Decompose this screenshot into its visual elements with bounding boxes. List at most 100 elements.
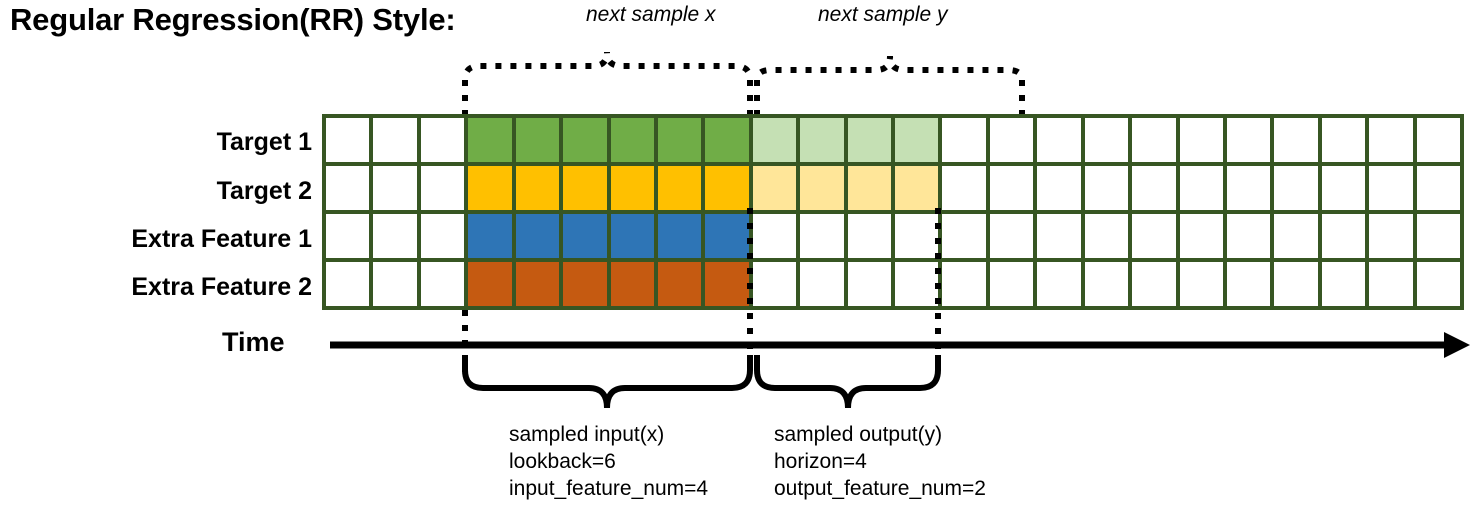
grid-cell	[1084, 262, 1129, 306]
grid-cell	[895, 118, 939, 162]
grid-cell	[1321, 166, 1366, 210]
next-sample-x-label: next sample x	[586, 3, 716, 26]
grid-cell	[1227, 262, 1271, 306]
grid-row-target-1	[326, 118, 1461, 162]
grid-cell	[752, 262, 797, 306]
grid-cell	[895, 262, 939, 306]
grid-cell	[610, 214, 654, 258]
grid-cell	[1369, 118, 1413, 162]
grid-cell	[1179, 118, 1224, 162]
sampled-input-lookback: lookback=6	[509, 450, 616, 473]
grid-cell	[373, 214, 417, 258]
grid-cell	[1416, 166, 1461, 210]
grid-cell	[1132, 118, 1176, 162]
grid-cell	[1179, 166, 1224, 210]
grid-cell	[1132, 214, 1176, 258]
next-sample-y-label: next sample y	[818, 3, 948, 26]
grid-cell	[1037, 214, 1081, 258]
brace-y-right-half	[887, 55, 1025, 116]
grid-cell	[563, 118, 607, 162]
grid-cell	[942, 262, 986, 306]
grid-cell	[420, 118, 465, 162]
grid-cell	[1274, 214, 1318, 258]
grid-cell	[800, 118, 844, 162]
grid-cell	[1369, 214, 1413, 258]
grid-cell	[326, 262, 370, 306]
grid-cell	[1037, 118, 1081, 162]
grid-row-target-2	[326, 166, 1461, 210]
grid-cell	[847, 214, 892, 258]
grid-cell	[1321, 262, 1366, 306]
grid-cell	[1037, 166, 1081, 210]
grid-cell	[1274, 118, 1318, 162]
grid-cell	[1369, 262, 1413, 306]
grid-cell	[373, 262, 417, 306]
grid-cell	[1179, 214, 1224, 258]
grid-cell	[989, 214, 1034, 258]
grid-cell	[1321, 214, 1366, 258]
grid-cell	[515, 166, 560, 210]
grid-cell	[752, 166, 797, 210]
grid-cell	[1416, 262, 1461, 306]
row-label-extra-feature-1: Extra Feature 1	[131, 225, 312, 253]
brace-output-left-half	[754, 355, 851, 409]
grid-cell	[1037, 262, 1081, 306]
grid-cell	[1416, 118, 1461, 162]
grid-cell	[800, 166, 844, 210]
grid-cell	[1274, 166, 1318, 210]
grid-cell	[326, 118, 370, 162]
grid-cell	[942, 118, 986, 162]
timeline-grid	[322, 114, 1464, 310]
grid-cell	[657, 118, 702, 162]
sampled-output-featurenum: output_feature_num=2	[774, 477, 986, 500]
grid-cell	[847, 262, 892, 306]
brace-y-left-half	[754, 55, 893, 116]
grid-cell	[847, 118, 892, 162]
grid-cell	[989, 262, 1034, 306]
grid-cell	[705, 118, 749, 162]
arrow-right-icon	[1444, 332, 1470, 358]
grid-cell	[752, 214, 797, 258]
brace-x-right-half	[604, 51, 753, 116]
grid-cell	[373, 118, 417, 162]
grid-cell	[1179, 262, 1224, 306]
grid-cell	[989, 118, 1034, 162]
grid-cell	[1084, 118, 1129, 162]
grid-cell	[420, 214, 465, 258]
grid-cell	[895, 166, 939, 210]
sampled-input-note: sampled input(x) lookback=6 input_featur…	[509, 421, 708, 502]
grid-cell	[1084, 214, 1129, 258]
grid-cell	[657, 166, 702, 210]
grid-cell	[1369, 166, 1413, 210]
sampled-input-featurenum: input_feature_num=4	[509, 477, 709, 500]
brace-output-right-half	[845, 355, 941, 409]
grid-cell	[989, 166, 1034, 210]
grid-cell	[942, 214, 986, 258]
time-axis-label: Time	[222, 327, 285, 357]
grid-cell	[705, 214, 749, 258]
grid-cell	[1321, 118, 1366, 162]
grid-cell	[468, 214, 512, 258]
grid-cell	[1227, 214, 1271, 258]
grid-cell	[657, 262, 702, 306]
grid-cell	[420, 262, 465, 306]
brace-x-left-half	[462, 51, 610, 116]
grid-row-extra-feature-2	[326, 262, 1461, 306]
page-title: Regular Regression(RR) Style:	[10, 2, 456, 37]
grid-cell	[563, 262, 607, 306]
brace-input-left-half	[462, 355, 610, 409]
row-label-target-2: Target 2	[216, 177, 312, 205]
grid-cell	[468, 118, 512, 162]
grid-cell	[847, 166, 892, 210]
grid-cell	[610, 118, 654, 162]
sampled-output-title: sampled output(y)	[774, 423, 943, 446]
grid-cell	[515, 262, 560, 306]
grid-cell	[1227, 118, 1271, 162]
grid-cell	[942, 166, 986, 210]
grid-cell	[610, 166, 654, 210]
grid-cell	[610, 262, 654, 306]
grid-cell	[705, 262, 749, 306]
grid-cell	[326, 166, 370, 210]
grid-cell	[563, 166, 607, 210]
